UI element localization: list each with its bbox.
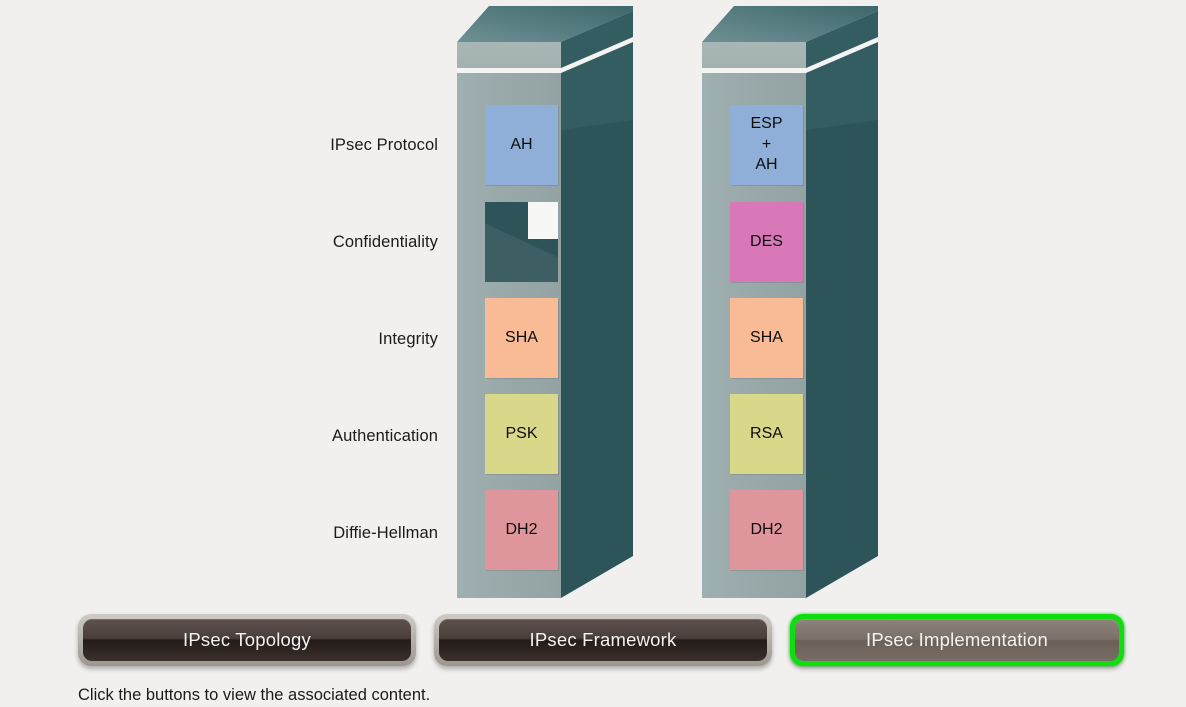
column-1-side-face [561, 11, 633, 598]
row-label-ipsec-protocol: IPsec Protocol [330, 136, 438, 154]
tile-col2-integrity-line-0: SHA [750, 328, 783, 346]
tile-col2-ipsec-protocol-line-1: + [761, 135, 772, 153]
tile-col2-ipsec-protocol[interactable]: ESP + AH [730, 105, 803, 185]
column-1-cap-rule [457, 68, 561, 73]
row-label-confidentiality: Confidentiality [332, 233, 438, 251]
instruction-caption: Click the buttons to view the associated… [78, 686, 431, 704]
row-label-integrity: Integrity [378, 330, 438, 348]
tile-col2-ipsec-protocol-line-2: AH [755, 156, 778, 174]
button-ipsec-topology-label: IPsec Topology [83, 619, 411, 661]
navigation-button-bar: IPsec Topology IPsec Framework IPsec Imp… [0, 614, 1186, 676]
tile-col1-integrity-line-0: SHA [505, 328, 538, 346]
tile-col1-diffie-hellman[interactable]: DH2 [485, 490, 558, 570]
tile-col1-ipsec-protocol-line-0: AH [510, 135, 533, 153]
button-ipsec-framework-label: IPsec Framework [439, 619, 767, 661]
tile-col1-ipsec-protocol[interactable]: AH [485, 105, 558, 185]
tile-col2-confidentiality-line-0: DES [750, 232, 783, 250]
column-1-top-face [457, 6, 633, 42]
tile-col2-ipsec-protocol-line-0: ESP [750, 115, 783, 133]
column-2-top-face [702, 6, 878, 42]
row-label-authentication: Authentication [332, 427, 438, 445]
tile-col2-authentication[interactable]: RSA [730, 394, 803, 474]
ipsec-column-1: AH SHA PSK DH2 [457, 0, 657, 620]
row-label-diffie-hellman: Diffie-Hellman [333, 524, 438, 542]
column-2-diagonal-rule [806, 37, 878, 73]
tile-col1-integrity[interactable]: SHA [485, 298, 558, 378]
tile-col1-authentication-line-0: PSK [505, 424, 538, 442]
column-2-cap [702, 42, 806, 68]
tile-col1-confidentiality-empty[interactable] [485, 202, 558, 282]
column-2-cap-rule [702, 68, 806, 73]
tile-col1-authentication[interactable]: PSK [485, 394, 558, 474]
button-ipsec-framework[interactable]: IPsec Framework [434, 614, 772, 666]
row-label-list: IPsec Protocol Confidentiality Integrity… [180, 0, 438, 620]
button-ipsec-implementation-label: IPsec Implementation [795, 619, 1119, 661]
tile-empty-notch [528, 202, 558, 239]
tile-col2-confidentiality[interactable]: DES [730, 202, 803, 282]
button-ipsec-topology[interactable]: IPsec Topology [78, 614, 416, 666]
tile-col1-diffie-hellman-line-0: DH2 [505, 520, 538, 538]
tile-col2-diffie-hellman[interactable]: DH2 [730, 490, 803, 570]
column-2-side-face [806, 11, 878, 598]
column-1-diagonal-rule [561, 37, 633, 73]
ipsec-column-2: ESP + AH DES SHA RSA DH2 [702, 0, 902, 620]
tile-col2-diffie-hellman-line-0: DH2 [750, 520, 783, 538]
tile-col2-authentication-line-0: RSA [750, 424, 783, 442]
button-ipsec-implementation[interactable]: IPsec Implementation [790, 614, 1124, 666]
tile-col2-integrity[interactable]: SHA [730, 298, 803, 378]
column-1-cap [457, 42, 561, 68]
